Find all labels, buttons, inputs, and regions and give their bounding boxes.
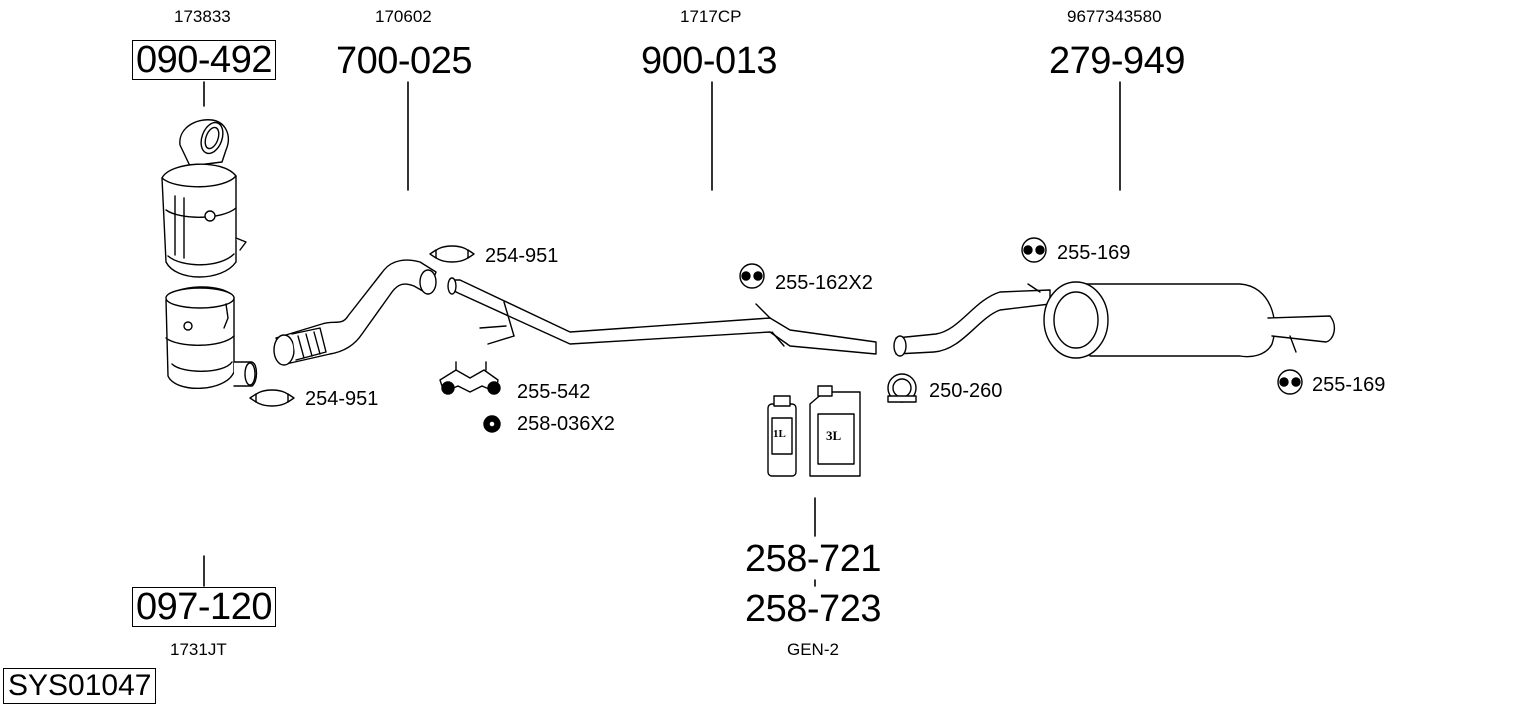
leader-lines <box>203 81 1121 587</box>
bracket-label[interactable]: 255-542 <box>517 381 591 403</box>
part-ref-rear-silencer: 9677343580 <box>1067 7 1162 26</box>
bracket-icon <box>439 361 501 395</box>
part-ref-flex-pipe: 170602 <box>375 7 432 26</box>
dpf-lower-icon <box>165 286 258 389</box>
fluid-can-large-icon <box>809 385 861 477</box>
part-number-dpf-upper[interactable]: 090-492 <box>132 40 276 80</box>
part-ref-fluid: GEN-2 <box>787 640 839 659</box>
hanger-icon-rear-right <box>1277 369 1303 395</box>
part-number-mid-pipe[interactable]: 900-013 <box>641 40 777 82</box>
can-large-label: 3L <box>826 428 842 443</box>
part-number-flex-pipe[interactable]: 700-025 <box>336 40 472 82</box>
can-small-label: 1L <box>773 428 786 440</box>
part-ref-mid-pipe: 1717CP <box>680 7 742 26</box>
part-number-fluid-2[interactable]: 258-723 <box>745 588 881 630</box>
nut-label[interactable]: 258-036X2 <box>517 413 615 435</box>
hanger-rear-top-label[interactable]: 255-169 <box>1057 242 1131 264</box>
part-number-dpf-lower[interactable]: 097-120 <box>132 587 276 627</box>
mid-pipe-icon <box>447 277 877 355</box>
clamp-icon-rear <box>887 373 917 403</box>
clamp-front-label[interactable]: 254-951 <box>305 388 379 410</box>
rear-silencer-icon <box>893 281 1336 359</box>
hanger-rear-right-label[interactable]: 255-169 <box>1312 374 1386 396</box>
fluid-can-small-icon <box>767 395 797 477</box>
hanger-icon-mid <box>739 263 765 289</box>
nut-icon <box>483 415 501 433</box>
clamp-icon-front <box>249 389 295 407</box>
part-ref-dpf-upper: 173833 <box>174 7 231 26</box>
system-id: SYS01047 <box>3 668 157 704</box>
dpf-upper-icon <box>161 119 247 278</box>
part-number-rear-silencer[interactable]: 279-949 <box>1049 40 1185 82</box>
hanger-icon-rear-top <box>1021 237 1047 263</box>
clamp-mid-label[interactable]: 254-951 <box>485 245 559 267</box>
clamp-icon-mid <box>429 245 475 263</box>
hanger-mid-label[interactable]: 255-162X2 <box>775 272 873 294</box>
clamp-rear-label[interactable]: 250-260 <box>929 380 1003 402</box>
flex-pipe-icon <box>273 259 437 366</box>
part-number-fluid-1[interactable]: 258-721 <box>745 538 881 580</box>
part-ref-dpf-lower: 1731JT <box>170 640 227 659</box>
